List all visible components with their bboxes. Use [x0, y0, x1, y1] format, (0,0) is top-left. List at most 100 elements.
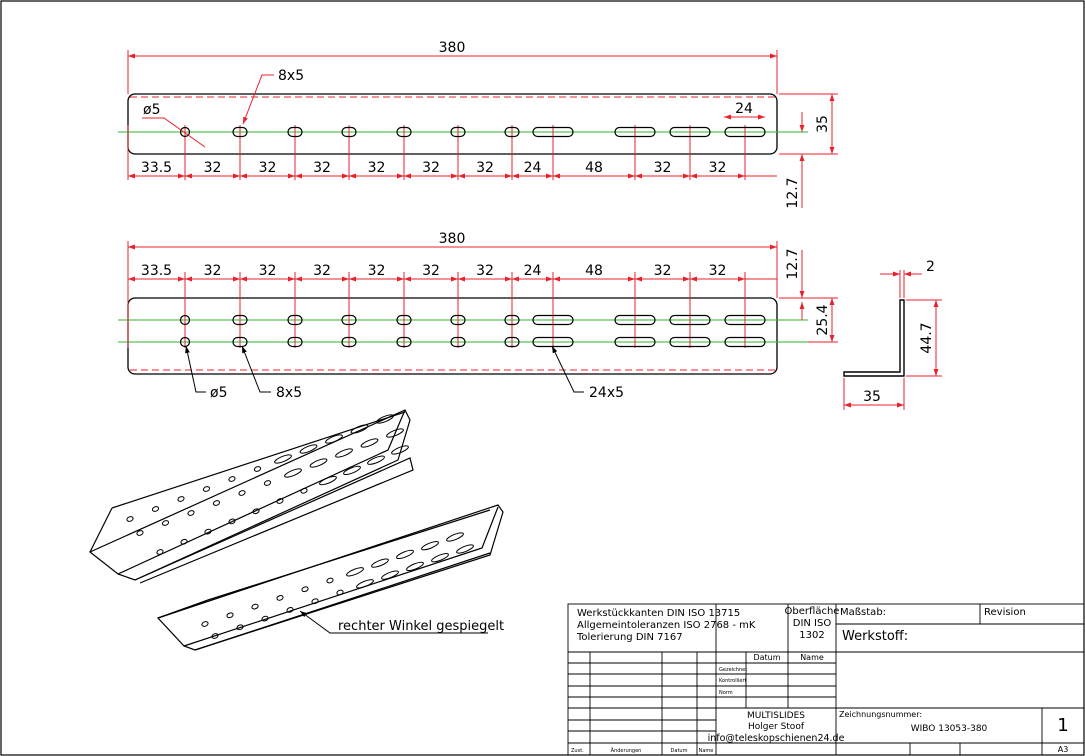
bottom-view-long-slot — [724, 314, 766, 326]
mirror-note: rechter Winkel gespiegelt — [338, 619, 504, 634]
iso-right-flange2-hole — [311, 598, 319, 605]
iso-left-upper-long-slot — [376, 414, 394, 424]
iso-left-upper-hole — [126, 516, 134, 522]
tb-drawing-number-label: Zeichnungsnummer: — [839, 710, 922, 719]
tb-scale-label: Maßstab: — [840, 607, 886, 618]
bottom-view-slot — [341, 336, 357, 348]
top-view-slot — [396, 126, 412, 138]
bottom-view-long-slot — [669, 336, 711, 348]
bottom-overall-dim: 380 — [439, 231, 466, 247]
title-block — [567, 603, 1085, 756]
tb-revision-label: Revision — [984, 607, 1026, 618]
bottom-view-slot — [232, 336, 248, 348]
iso-left-upper-hole — [228, 476, 236, 482]
tb-footer-status: Zust. — [571, 748, 584, 754]
bottom-view-slot — [450, 314, 466, 326]
iso-left-upper2-long-slot — [309, 458, 328, 468]
iso-left-upper2-hole — [238, 490, 246, 496]
iso-right-flange-long-slot — [396, 549, 414, 560]
bottom-view-slot — [287, 314, 303, 326]
iso-right-flange2-long-slot — [356, 579, 374, 589]
bottom-slot-label: 8x5 — [276, 385, 302, 401]
section-thickness-dim: 2 — [926, 259, 935, 275]
iso-left-web-hole — [252, 508, 260, 515]
section-view: 2 44.7 35 — [843, 259, 942, 410]
iso-left-upper-hole — [177, 496, 185, 502]
bottom-view-slot — [341, 314, 357, 326]
top-view-long-slot — [669, 126, 711, 138]
iso-left-web-long-slot — [367, 455, 385, 465]
top-overall-dim: 380 — [439, 40, 466, 56]
iso-left-web-hole — [156, 549, 164, 555]
bottom-view-slot — [287, 336, 303, 348]
top-view-slot — [341, 126, 357, 138]
top-slot-leader — [242, 74, 274, 125]
top-spacing-dim: 32 — [259, 160, 277, 176]
tb-row-norm: Norm — [719, 690, 733, 696]
iso-left-upper-hole — [253, 466, 262, 472]
iso-left-web-hole — [204, 528, 212, 535]
top-view-outline — [127, 93, 778, 155]
iso-right-flange2-long-slot — [406, 561, 424, 572]
bottom-offset-dim: 12.7 — [785, 248, 801, 279]
iso-left-web-long-slot — [319, 475, 337, 486]
bottom-view-long-slot — [614, 336, 656, 348]
iso-right-flange-long-slot — [446, 532, 464, 542]
iso-left-upper-long-slot — [325, 434, 343, 444]
top-spacing-dim: 32 — [313, 160, 331, 176]
bottom-view-long-slot — [532, 314, 574, 326]
iso-right-flange2-long-slot — [431, 553, 449, 563]
bottom-view-slot — [396, 336, 412, 348]
bottom-view-slot — [504, 336, 520, 348]
top-spacing-dim: 32 — [709, 160, 727, 176]
tb-row-checked: Kontrolliert — [719, 678, 747, 684]
tb-material-label: Werkstoff: — [842, 629, 908, 644]
bottom-long-slot-leader — [551, 345, 584, 393]
top-spacing-dim: 32 — [204, 160, 222, 176]
angle-profile — [843, 299, 905, 377]
tb-row-drawn: Gezeichnet — [719, 667, 747, 673]
bottom-hole-leader — [185, 345, 206, 393]
top-spacing-dim: 32 — [368, 160, 386, 176]
bottom-spacing-dim: 24 — [524, 263, 542, 279]
top-slot-width-dim: 24 — [735, 101, 753, 117]
tb-col-datum: Datum — [753, 653, 780, 662]
top-spacing-dim: 32 — [422, 160, 440, 176]
top-view-long-slot — [532, 126, 574, 138]
bottom-view-slot — [232, 314, 248, 326]
iso-right-flange2-hole — [261, 615, 269, 622]
iso-right-flange2-hole — [236, 624, 244, 631]
top-view-slot — [232, 126, 248, 138]
bottom-spacing-dim: 48 — [585, 263, 603, 279]
bottom-view-slot — [396, 314, 412, 326]
section-width-dim: 35 — [863, 389, 881, 405]
iso-left-web-hole — [180, 538, 188, 545]
iso-right-flange-hole — [326, 577, 334, 584]
bottom-spacing-dim: 32 — [259, 263, 277, 279]
iso-left-upper2-hole — [161, 520, 170, 526]
tb-drawing-number: WIBO 13053-380 — [911, 724, 988, 734]
iso-left-upper2-hole — [263, 480, 272, 486]
bottom-slot-leader — [241, 345, 271, 393]
iso-left-web-hole — [300, 487, 308, 494]
tb-company-3: info@teleskopschienen24.de — [708, 733, 845, 744]
iso-left-web-long-slot — [391, 445, 409, 455]
iso-left-upper2-long-slot — [284, 468, 302, 478]
top-spacing-dim: 33.5 — [141, 160, 172, 176]
iso-left-upper2-long-slot — [386, 428, 404, 438]
iso-left-web-hole — [276, 498, 284, 504]
top-spacing-dim: 32 — [654, 160, 672, 176]
iso-left-upper2-hole — [136, 530, 144, 536]
bottom-spacing-dim: 32 — [368, 263, 386, 279]
top-view-slot — [287, 126, 303, 138]
title-block-text: Werkstückkanten DIN ISO 13715 Allgemeint… — [571, 606, 1069, 754]
top-view-slot — [504, 126, 520, 138]
tb-note-1: Werkstückkanten DIN ISO 13715 — [577, 608, 740, 619]
mirror-note-leader — [299, 610, 488, 634]
iso-view-right-angle — [156, 504, 504, 651]
iso-left-upper2-long-slot — [335, 448, 353, 458]
iso-right-flange-hole — [226, 612, 234, 619]
